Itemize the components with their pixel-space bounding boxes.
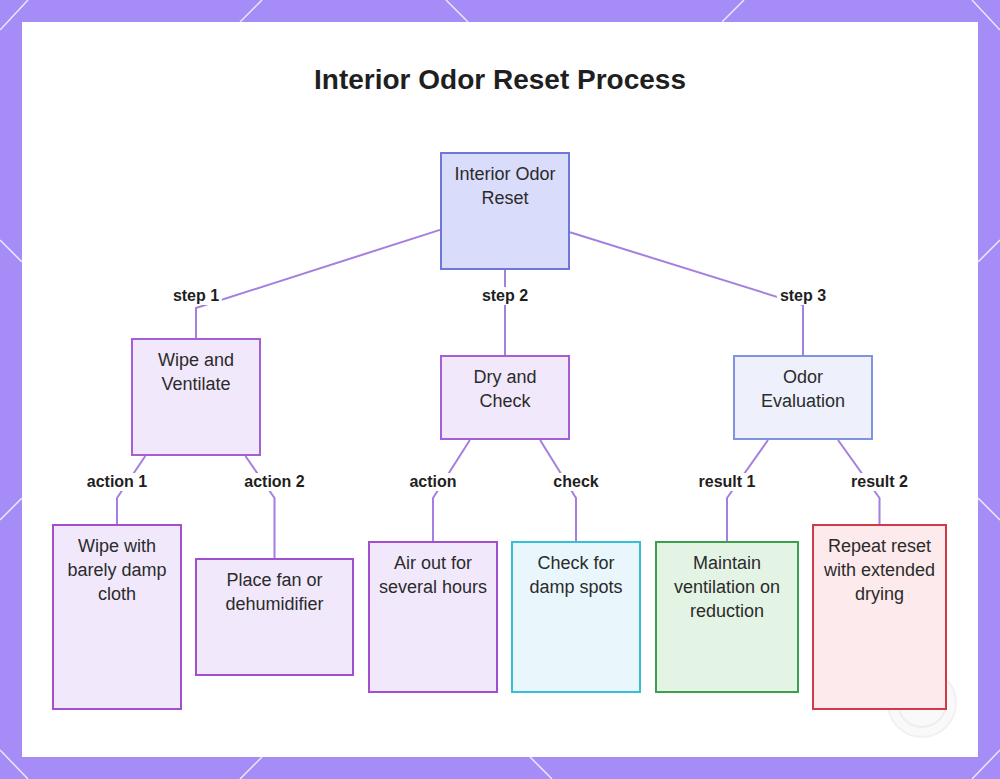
ornament-line — [240, 757, 262, 779]
connector-line — [196, 230, 440, 338]
ornament-line — [978, 498, 1000, 520]
action-box: Air out for several hours — [368, 541, 498, 693]
ornament-line — [0, 240, 22, 262]
ornament-line — [0, 750, 28, 779]
edge-label: action — [406, 473, 459, 491]
edge-label: step 3 — [777, 287, 829, 305]
step-box: Dry and Check — [440, 355, 570, 440]
ornament-line — [972, 0, 1000, 30]
edge-label: result 2 — [848, 473, 911, 491]
ornament-line — [722, 0, 744, 22]
box-label: Check for damp spots — [519, 551, 633, 599]
ornament-line — [978, 240, 1000, 262]
edge-label: result 1 — [696, 473, 759, 491]
ornament-line — [446, 0, 468, 22]
connector-line — [504, 270, 506, 355]
step-box: Wipe and Ventilate — [131, 338, 261, 456]
action-box: Place fan or dehumidifier — [195, 558, 354, 676]
ornament-line — [0, 498, 22, 520]
box-label: Wipe and Ventilate — [139, 348, 253, 396]
ornament-line — [972, 750, 1000, 779]
connector-line — [570, 232, 803, 355]
edge-label: step 2 — [479, 287, 531, 305]
box-label: Dry and Check — [448, 365, 562, 413]
ornament-line — [530, 757, 552, 779]
action-box: Check for damp spots — [511, 541, 641, 693]
action-box: Maintain ventilation on reduction — [655, 541, 799, 693]
action-box: Repeat reset with extended drying — [812, 524, 947, 710]
connector-line — [245, 456, 274, 558]
ornament-line — [240, 0, 262, 22]
step-box: Odor Evaluation — [733, 355, 873, 440]
root-box: Interior Odor Reset — [440, 152, 570, 270]
action-box: Wipe with barely damp cloth — [52, 524, 182, 710]
box-label: Maintain ventilation on reduction — [663, 551, 791, 623]
edge-label: check — [550, 473, 601, 491]
box-label: Repeat reset with extended drying — [820, 534, 939, 606]
box-label: Air out for several hours — [376, 551, 490, 599]
edge-label: action 1 — [84, 473, 150, 491]
box-label: Wipe with barely damp cloth — [60, 534, 174, 606]
box-label: Interior Odor Reset — [448, 162, 562, 210]
edge-label: action 2 — [241, 473, 307, 491]
box-label: Odor Evaluation — [741, 365, 865, 413]
box-label: Place fan or dehumidifier — [203, 568, 346, 616]
canvas-ground — [22, 22, 978, 757]
diagram-title: Interior Odor Reset Process — [0, 64, 1000, 96]
edge-label: step 1 — [170, 287, 222, 305]
ornament-line — [0, 0, 28, 30]
